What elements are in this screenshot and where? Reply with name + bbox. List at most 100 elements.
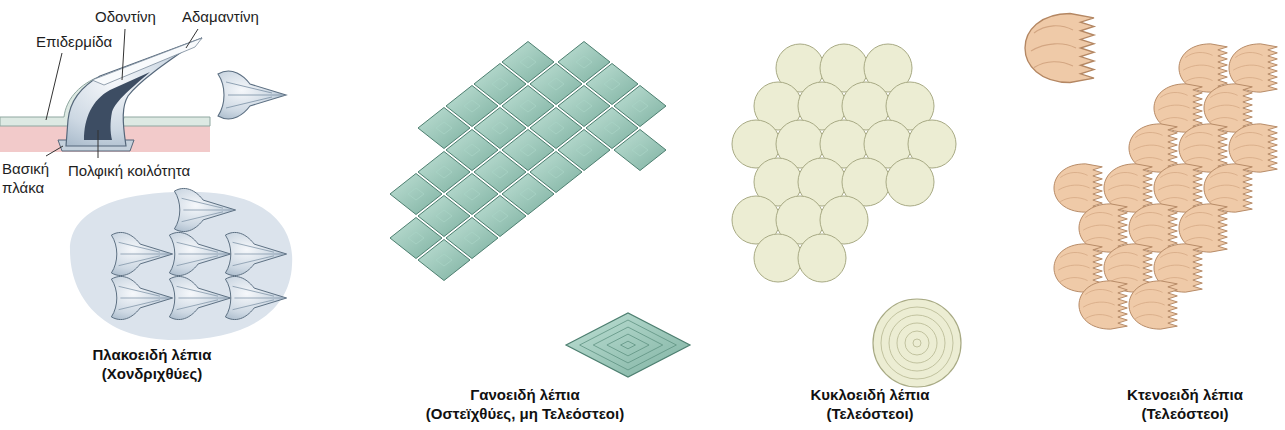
placoid-scale — [169, 276, 230, 319]
label-line: Οδοντίνη — [95, 8, 156, 27]
placoid-scale — [111, 276, 172, 319]
placoid-ridge — [177, 242, 227, 265]
ganoid-center — [464, 144, 480, 156]
label-line: Γανοειδή λέπια — [426, 386, 624, 405]
ctenoid-scale — [1025, 14, 1094, 83]
ctenoid-scale — [1079, 281, 1127, 329]
ganoid-center — [464, 188, 480, 200]
ganoid-center — [436, 210, 452, 222]
placoid-outline — [111, 232, 172, 275]
placoid-ridge — [226, 82, 282, 108]
ctenoid-ridge — [1183, 212, 1215, 241]
ganoid-center — [436, 254, 452, 266]
ctenoid-outline — [1079, 281, 1127, 329]
ctenoid-scale — [1129, 281, 1177, 329]
ctenoid-ridge — [1208, 172, 1240, 201]
scale-caption: Κτενοειδή λέπια (Τελεόστεοι) — [1127, 386, 1243, 424]
ganoid-center — [520, 188, 536, 200]
placoid-ridge — [182, 198, 232, 221]
ganoid-center — [408, 232, 424, 244]
label-line: (Τελεόστεοι) — [811, 405, 930, 424]
pulp-cavity — [84, 72, 150, 140]
ganoid-scale-enlarged — [607, 334, 649, 356]
ganoid-center — [604, 78, 620, 90]
ganoid-scale-enlarged — [621, 341, 636, 349]
ganoid-scale — [418, 240, 470, 281]
ganoid-center — [632, 100, 648, 112]
ganoid-center — [492, 210, 508, 222]
leader-line — [46, 53, 62, 120]
ctenoid-ridge — [1133, 212, 1165, 241]
placoid-ridge — [233, 286, 283, 309]
ctenoid-ridge — [1133, 289, 1165, 318]
label-line: Επιδερμίδα — [36, 33, 112, 52]
ganoid-center — [408, 188, 424, 200]
cycloid-scale — [754, 234, 802, 282]
label-line: Πολφική κοιλότητα — [68, 162, 190, 181]
ganoid-center — [548, 122, 564, 134]
label-line: Πλακοειδή λέπια — [93, 346, 212, 365]
placoid-scale — [111, 232, 172, 275]
label-line: (Τελεόστεοι) — [1127, 405, 1243, 424]
placoid-ridge — [119, 242, 169, 265]
placoid-scale — [174, 188, 235, 231]
ctenoid-scale — [1054, 164, 1102, 212]
leader-line — [186, 29, 198, 48]
ctenoid-ridge — [1108, 252, 1140, 281]
placoid-ridge — [119, 286, 169, 309]
cycloid-scale — [798, 234, 846, 282]
placoid-scale — [225, 276, 286, 319]
ctenoid-ridge — [1183, 52, 1215, 81]
ctenoid-ridge — [1233, 132, 1265, 161]
ganoid-center — [520, 144, 536, 156]
ctenoid-ridge — [1108, 172, 1140, 201]
ctenoid-ridge — [1208, 92, 1240, 121]
placoid-outline — [169, 232, 230, 275]
cycloid-scale-enlarged — [881, 307, 953, 379]
cycloid-scale-enlarged — [905, 331, 929, 355]
ganoid-center — [492, 166, 508, 178]
ganoid-scale — [614, 130, 666, 171]
ganoid-center — [576, 100, 592, 112]
placoid-scale — [218, 71, 286, 119]
ganoid-center — [548, 78, 564, 90]
label-line: (Χονδριχθύες) — [93, 365, 212, 384]
label-line: (Οστεϊχθύες, μη Τελεόστεοι) — [426, 405, 624, 424]
ctenoid-ridge — [1058, 172, 1090, 201]
ctenoid-outline — [1129, 281, 1177, 329]
ctenoid-outline — [1054, 164, 1102, 212]
ctenoid-ridge — [1133, 132, 1165, 161]
label-line: Βασική — [2, 160, 49, 179]
ganoid-center — [492, 122, 508, 134]
ganoid-center — [436, 166, 452, 178]
ganoid-scale-enlarged — [580, 320, 677, 370]
leader-line — [46, 146, 63, 156]
ctenoid-ridge — [1183, 132, 1215, 161]
epidermis — [122, 117, 210, 126]
ctenoid-ridge — [1158, 92, 1190, 121]
ganoid-center — [604, 122, 620, 134]
leader-line — [98, 130, 99, 158]
cycloid-scale-enlarged — [897, 323, 937, 363]
ctenoid-outline — [1025, 14, 1094, 83]
ganoid-center — [576, 144, 592, 156]
ctenoid-ridge — [1083, 289, 1115, 318]
placoid-ridge — [233, 242, 283, 265]
part-label: Επιδερμίδα — [36, 33, 112, 52]
placoid-scale — [225, 232, 286, 275]
placoid-scale — [169, 232, 230, 275]
part-label: Αδαμαντίνη — [182, 8, 259, 27]
ganoid-center — [464, 100, 480, 112]
label-line: πλάκα — [2, 179, 49, 198]
ctenoid-ridge — [1233, 52, 1265, 81]
placoid-outline — [225, 232, 286, 275]
placoid-outline — [174, 188, 235, 231]
ganoid-scale-enlarged — [593, 327, 662, 363]
ganoid-center — [520, 100, 536, 112]
ganoid-scale-enlarged — [566, 313, 690, 377]
label-line: Κτενοειδή λέπια — [1127, 386, 1243, 405]
ctenoid-ridge — [1031, 26, 1076, 68]
part-label: Οδοντίνη — [95, 8, 156, 27]
part-label: Πολφική κοιλότητα — [68, 162, 190, 181]
leader-line — [122, 29, 125, 80]
